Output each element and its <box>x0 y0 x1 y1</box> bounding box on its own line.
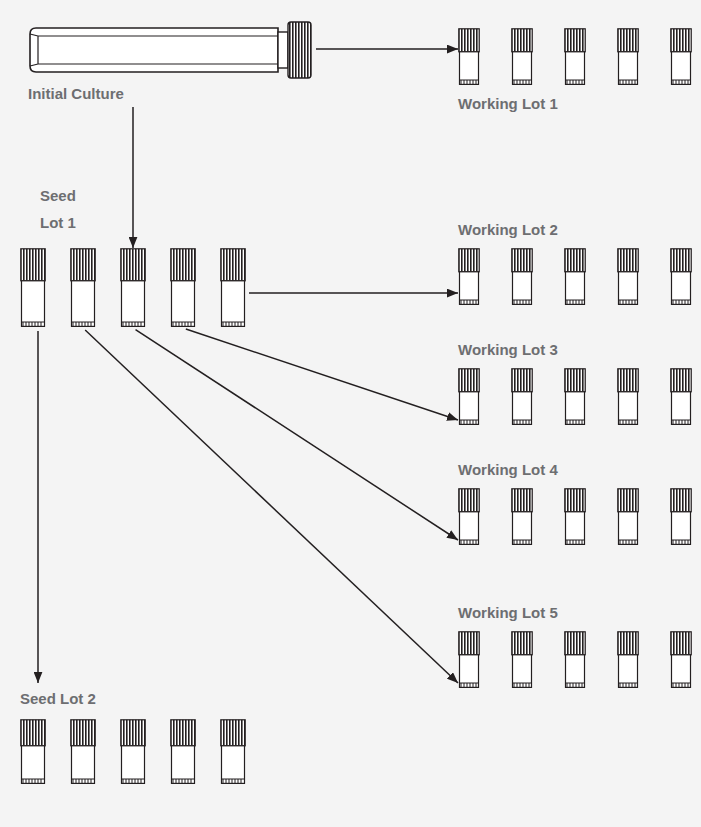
lot-label: Working Lot 1 <box>458 94 558 114</box>
vial-illustration <box>20 719 246 785</box>
arrow-connector <box>316 48 458 50</box>
vial-illustration <box>20 248 246 328</box>
lot-label: Working Lot 4 <box>458 460 558 480</box>
vial-illustration <box>458 28 692 86</box>
vial-group: Seed Lot 1 <box>20 248 246 328</box>
arrow-connector <box>249 292 458 294</box>
vial-illustration <box>458 631 692 689</box>
vial-group: Working Lot 3 <box>458 340 692 426</box>
lot-label: Initial Culture <box>28 84 124 104</box>
vial-group: Working Lot 1 <box>458 28 692 114</box>
vial-illustration <box>458 488 692 546</box>
lot-label: Seed Lot 2 <box>20 689 96 709</box>
arrow-connector <box>186 329 458 420</box>
arrow-connector <box>37 331 39 683</box>
arrow-connector <box>132 107 134 248</box>
lot-label: Working Lot 5 <box>458 603 558 623</box>
vial-group: Working Lot 5 <box>458 603 692 689</box>
culture-tube: Initial Culture <box>28 18 313 104</box>
lot-label: Working Lot 3 <box>458 340 558 360</box>
vial-illustration <box>458 248 692 306</box>
lot-label: Working Lot 2 <box>458 220 558 240</box>
arrow-connector <box>136 330 458 540</box>
vial-group: Working Lot 2 <box>458 220 692 306</box>
lot-label: Seed Lot 1 <box>40 182 88 236</box>
arrow-connector <box>85 330 458 683</box>
vial-group: Working Lot 4 <box>458 460 692 546</box>
tube-illustration <box>28 18 313 80</box>
vial-illustration <box>458 368 692 426</box>
vial-group: Seed Lot 2 <box>20 683 246 785</box>
